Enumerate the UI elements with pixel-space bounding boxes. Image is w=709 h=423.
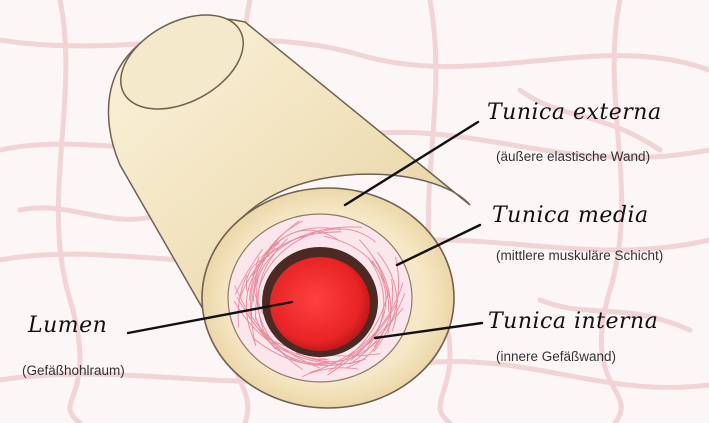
tunica-media-title: Tunica media	[492, 203, 649, 228]
tunica-interna-description: (innere Gefäßwand)	[496, 349, 616, 364]
tunica-media-description: (mittlere muskuläre Schicht)	[496, 248, 663, 263]
lumen-description: (Gefäßhohlraum)	[22, 363, 125, 378]
tunica-externa-title: Tunica externa	[487, 100, 662, 125]
lumen-title: Lumen	[28, 313, 107, 338]
vein-line	[20, 208, 160, 219]
tunica-interna-title: Tunica interna	[488, 309, 658, 334]
tunica-externa-description: (äußere elastische Wand)	[496, 149, 650, 164]
vein-line	[0, 40, 709, 70]
